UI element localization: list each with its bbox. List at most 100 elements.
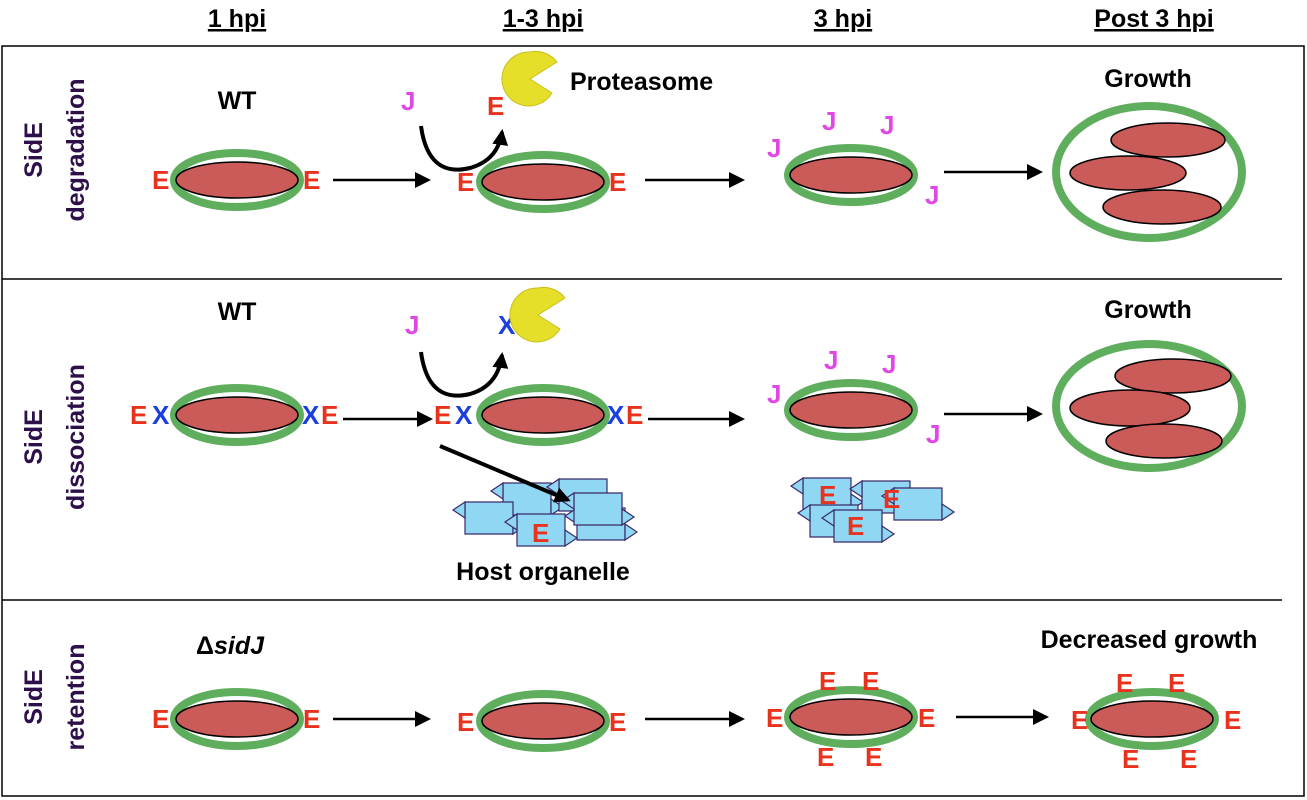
- arrow-icon: [439, 444, 571, 503]
- row-label-line2: retention: [62, 644, 90, 751]
- row-label-line1: SidE: [20, 122, 48, 178]
- x-protein: X: [152, 400, 170, 430]
- sidj-protein: J: [767, 133, 781, 163]
- side-protein: E: [303, 165, 320, 195]
- outcome-label: Decreased growth: [1041, 626, 1258, 654]
- vacuole-icon: [1052, 340, 1246, 472]
- curved-arrow-icon: [419, 125, 509, 172]
- side-protein: E: [457, 167, 474, 197]
- vacuole-icon: [1052, 102, 1246, 242]
- condition-label: ΔsidJ: [196, 632, 265, 660]
- bacterium-icon: [1114, 358, 1232, 394]
- sidj-protein: J: [880, 110, 894, 140]
- condition-label: WT: [218, 87, 257, 115]
- side-protein: E: [1180, 744, 1197, 774]
- sidj-protein: J: [405, 310, 419, 340]
- bacterium-icon: [175, 396, 299, 434]
- proteasome-label: Proteasome: [570, 68, 713, 96]
- side-protein: E: [609, 707, 626, 737]
- header-3hpi: 3 hpi: [814, 5, 872, 33]
- side-protein: E: [865, 742, 882, 772]
- row-retention: SidE retention ΔsidJ E E E E E E E E E E…: [20, 626, 1257, 774]
- side-protein: E: [130, 400, 147, 430]
- vacuole-icon: [1085, 688, 1219, 750]
- vacuole-icon: [170, 149, 304, 211]
- header-1hpi: 1 hpi: [208, 5, 266, 33]
- header-1-3hpi: 1-3 hpi: [503, 5, 584, 33]
- row-label-line2: dissociation: [62, 364, 90, 510]
- delta-symbol: Δ: [196, 632, 214, 660]
- host-organelle-icon: [790, 477, 955, 543]
- vacuole-icon: [784, 686, 918, 748]
- side-protein: E: [918, 703, 935, 733]
- row-label-line2: degradation: [62, 78, 90, 221]
- vacuole-icon: [476, 384, 610, 446]
- sidj-protein: J: [401, 86, 415, 116]
- bacterium-icon: [175, 161, 299, 199]
- side-protein: E: [457, 707, 474, 737]
- side-protein: E: [819, 666, 836, 696]
- side-protein: E: [434, 400, 451, 430]
- curved-arrow-icon: [419, 351, 509, 398]
- vacuole-icon: [476, 690, 610, 752]
- row-label-line1: SidE: [20, 669, 48, 725]
- bacterium-icon: [1069, 389, 1191, 427]
- side-protein: E: [766, 703, 783, 733]
- side-protein: E: [1122, 744, 1139, 774]
- vacuole-icon: [784, 379, 918, 441]
- vacuole-icon: [476, 151, 610, 213]
- side-protein: E: [609, 167, 626, 197]
- side-protein: E: [1071, 705, 1088, 735]
- outcome-label: Growth: [1104, 296, 1192, 324]
- bacterium-icon: [789, 156, 913, 194]
- sidj-protein: J: [882, 349, 896, 379]
- sidj-protein: J: [824, 345, 838, 375]
- vacuole-icon: [784, 144, 918, 206]
- side-protein: E: [862, 666, 879, 696]
- side-protein: E: [626, 400, 643, 430]
- bacterium-icon: [175, 700, 299, 738]
- sidj-protein: J: [767, 379, 781, 409]
- proteasome-icon: [501, 50, 558, 107]
- proteasome-icon: [509, 286, 566, 343]
- bacterium-icon: [1090, 700, 1214, 738]
- outcome-label: Growth: [1104, 65, 1192, 93]
- sidj-protein: J: [926, 419, 940, 449]
- side-protein: E: [321, 400, 338, 430]
- bacterium-icon: [789, 391, 913, 429]
- bacterium-icon: [1069, 155, 1187, 191]
- x-protein: X: [302, 400, 320, 430]
- row-label-line1: SidE: [20, 409, 48, 465]
- side-protein: E: [847, 511, 864, 541]
- bacterium-icon: [1102, 189, 1222, 225]
- side-protein: E: [817, 742, 834, 772]
- bacterium-icon: [481, 702, 605, 740]
- bacterium-icon: [1105, 423, 1223, 459]
- vacuole-icon: [170, 384, 304, 446]
- sidj-protein: J: [822, 106, 836, 136]
- bacterium-icon: [789, 698, 913, 736]
- organelle-label: Host organelle: [456, 558, 630, 586]
- side-protein: E: [819, 480, 836, 510]
- side-protein: E: [1116, 668, 1133, 698]
- gene-name: sidJ: [214, 632, 265, 660]
- side-protein: E: [152, 165, 169, 195]
- bacterium-icon: [481, 163, 605, 201]
- bacterium-icon: [1110, 122, 1226, 158]
- x-protein: X: [607, 400, 625, 430]
- side-protein: E: [487, 91, 504, 121]
- outer-frame: [1, 45, 1305, 797]
- side-protein: E: [303, 704, 320, 734]
- bacterium-icon: [481, 396, 605, 434]
- condition-label: WT: [218, 298, 257, 326]
- x-protein: X: [455, 400, 473, 430]
- side-protein: E: [152, 704, 169, 734]
- sidj-protein: J: [925, 180, 939, 210]
- side-protein: E: [883, 484, 900, 514]
- vacuole-icon: [170, 688, 304, 750]
- side-protein: E: [1168, 668, 1185, 698]
- row-dissociation: SidE dissociation WT E X X E E X X E J X: [20, 286, 1246, 586]
- side-protein: E: [532, 518, 549, 548]
